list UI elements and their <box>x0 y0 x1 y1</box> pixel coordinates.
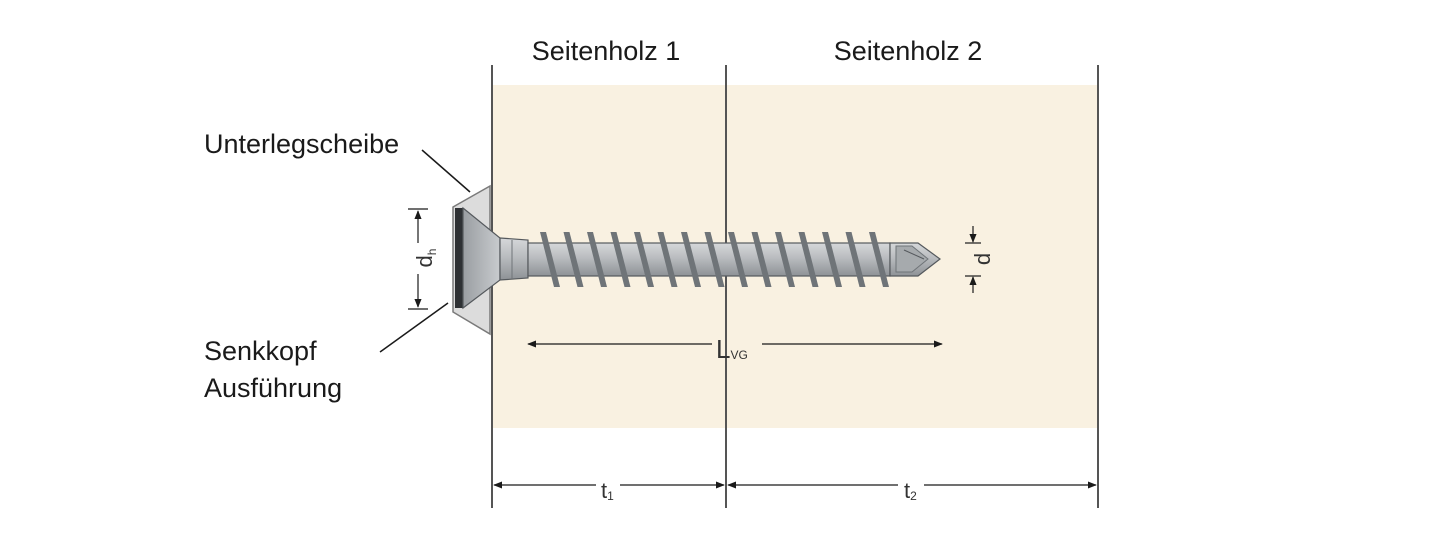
svg-text:dh: dh <box>412 249 439 268</box>
thread-flight <box>634 232 654 287</box>
thread-flight <box>798 232 819 287</box>
shank-diameter-dimension: d <box>965 226 995 293</box>
washer-leader-line <box>421 149 471 193</box>
thread-flight <box>775 232 795 287</box>
screw-head <box>455 206 529 310</box>
thread-length-dimension: LVG <box>527 334 943 364</box>
thread-flight <box>728 232 748 287</box>
thread-flight <box>704 232 725 287</box>
drill-tip <box>889 242 942 277</box>
countersunk-leader-line <box>379 302 449 353</box>
thread-flight <box>563 232 584 287</box>
side-wood-2-label: Seitenholz 2 <box>834 36 983 66</box>
svg-text:t1: t1 <box>601 478 614 503</box>
washer-label: Unterlegscheibe <box>204 129 399 159</box>
thread-flight <box>587 232 607 287</box>
screw-thread <box>540 232 889 287</box>
t2-symbol: t <box>904 478 910 503</box>
t1-symbol: t <box>601 478 607 503</box>
thread-flight <box>681 232 701 287</box>
shank-diameter-label: d <box>970 253 995 265</box>
penetration-depth-dimension: t1 t2 <box>493 478 1097 503</box>
thread-flight <box>657 232 678 287</box>
thread-flight <box>845 232 866 287</box>
svg-text:t2: t2 <box>904 478 917 503</box>
countersunk-label-line2: Ausführung <box>204 373 342 403</box>
thread-length-subscript: VG <box>730 348 747 362</box>
head-diameter-dimension: dh <box>408 208 439 310</box>
thread-length-symbol: L <box>716 334 730 364</box>
countersunk-label-line1: Senkkopf <box>204 336 317 366</box>
thread-flight <box>869 232 889 287</box>
thread-flight <box>540 232 560 287</box>
t1-subscript: 1 <box>607 489 614 503</box>
t2-subscript: 2 <box>910 489 917 503</box>
side-wood-1-label: Seitenholz 1 <box>532 36 681 66</box>
thread-flight <box>822 232 842 287</box>
head-diameter-symbol: d <box>412 255 437 267</box>
svg-text:LVG: LVG <box>716 334 748 364</box>
thread-flight <box>751 232 772 287</box>
thread-flight <box>610 232 631 287</box>
head-diameter-subscript: h <box>425 249 439 256</box>
